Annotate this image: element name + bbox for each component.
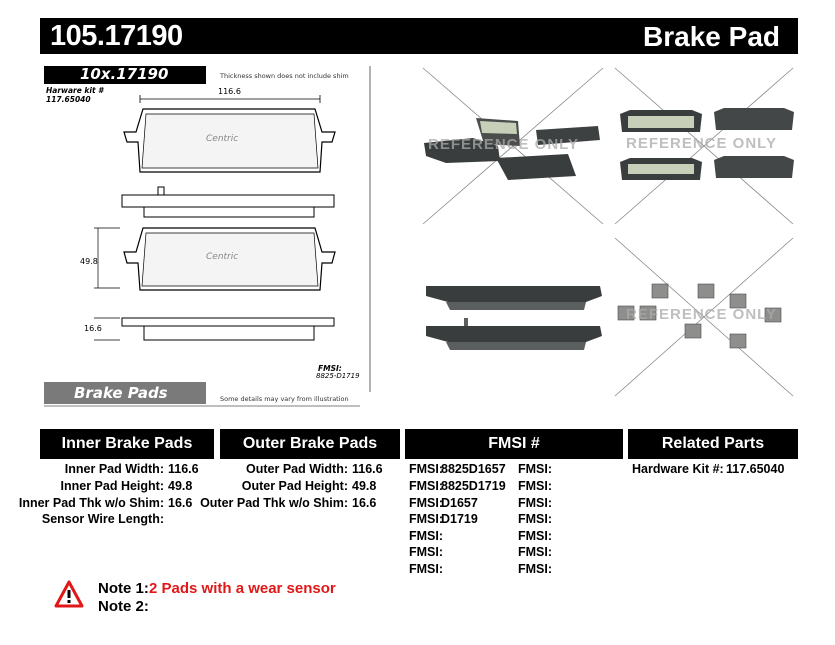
inner-pad-thickness-value: 16.6	[168, 496, 193, 510]
fmsi-label: FMSI:	[409, 545, 444, 559]
hardware-kit-link[interactable]: 117.65040	[726, 462, 785, 476]
inner-specs-header: Inner Brake Pads Specs	[40, 429, 214, 482]
spec-label: Inner Pad Width:	[64, 462, 164, 476]
watermark-text: REFERENCE ONLY	[626, 135, 777, 152]
inner-pad-height-row: Inner Pad Height:	[40, 477, 164, 495]
hardware-kit-number: 117.65040	[46, 95, 91, 104]
height-dimension: 49.8	[80, 257, 98, 266]
product-photo-hardware: REFERENCE ONLY	[610, 234, 798, 400]
fmsi-label: FMSI:	[409, 462, 444, 476]
outer-pad-thickness-row: Outer Pad Thk w/o Shim:	[200, 494, 348, 512]
title-bar: 105.17190 Brake Pad	[40, 18, 798, 54]
product-photo-pads-side	[418, 234, 608, 400]
inner-pad-width-row: Inner Pad Width:	[40, 460, 164, 478]
spec-label: Outer Pad Width:	[246, 462, 348, 476]
outer-pad-width-value: 116.6	[352, 462, 383, 476]
watermark-text: REFERENCE ONLY	[626, 306, 777, 323]
pad-logo-middle: Centric	[206, 252, 239, 262]
inner-pad-thickness-row: Inner Pad Thk w/o Shim:	[19, 494, 164, 512]
note-2-label: Note 2:	[98, 598, 149, 615]
outer-specs-header: Outer Brake Pads Specs	[220, 429, 400, 482]
hardware-kit-label: Harware kit #	[46, 86, 104, 95]
fmsi-label: FMSI:	[518, 562, 553, 576]
note-1-text: 2 Pads with a wear sensor	[149, 580, 336, 597]
outer-pad-height-row: Outer Pad Height:	[220, 477, 348, 495]
fmsi-label: FMSI:	[518, 545, 553, 559]
fmsi-label: FMSI:	[518, 496, 553, 510]
related-parts-header: Related Parts	[628, 429, 798, 459]
note-1-label: Note 1:	[98, 580, 149, 597]
spec-label: Sensor Wire Length:	[41, 512, 164, 526]
drawing-svg	[44, 66, 371, 407]
fmsi-label: FMSI:	[409, 562, 444, 576]
spec-label: Inner Pad Height:	[60, 479, 164, 493]
width-dimension: 116.6	[218, 87, 241, 96]
inner-pad-height-value: 49.8	[168, 479, 193, 493]
drawing-ref-part: 10x.17190	[80, 65, 169, 83]
spec-label: Inner Pad Thk w/o Shim:	[18, 496, 164, 510]
fmsi-label: FMSI:	[518, 512, 553, 526]
drawing-fmsi-label: FMSI:	[318, 364, 342, 373]
fmsi-label: FMSI:	[518, 479, 553, 493]
thickness-note: Thickness shown does not include shim	[220, 72, 349, 80]
outer-pad-thickness-value: 16.6	[352, 496, 377, 510]
watermark-text: REFERENCE ONLY	[428, 136, 579, 153]
fmsi-value: 8825D1719	[441, 479, 506, 493]
pad-logo-top: Centric	[206, 134, 239, 144]
fmsi-header: FMSI #	[405, 429, 623, 459]
sensor-wire-length-row: Sensor Wire Length:	[40, 510, 164, 528]
fmsi-value: D1657	[441, 496, 478, 510]
thickness-dimension: 16.6	[84, 324, 102, 333]
fmsi-label: FMSI:	[409, 496, 444, 510]
outer-pad-width-row: Outer Pad Width:	[220, 460, 348, 478]
spec-label: Outer Pad Thk w/o Shim:	[200, 496, 348, 510]
fmsi-value: D1719	[441, 512, 478, 526]
fmsi-label: FMSI:	[409, 512, 444, 526]
product-type: Brake Pad	[643, 21, 780, 52]
warning-triangle-icon	[54, 580, 84, 608]
fmsi-label: FMSI:	[409, 479, 444, 493]
drawing-fmsi-value: 8825-D1719	[316, 372, 360, 380]
disclaimer: Some details may vary from illustration	[220, 395, 349, 403]
fmsi-label: FMSI:	[518, 529, 553, 543]
fmsi-value: 8825D1657	[441, 462, 506, 476]
brand-label: Brake Pads	[74, 384, 168, 402]
inner-pad-width-value: 116.6	[168, 462, 199, 476]
product-photo-pads-angled: REFERENCE ONLY	[418, 66, 608, 226]
product-photo-pads-flat: REFERENCE ONLY	[610, 66, 798, 226]
spec-label: Outer Pad Height:	[241, 479, 348, 493]
fmsi-label: FMSI:	[518, 462, 553, 476]
technical-drawing: 10x.17190 Thickness shown does not inclu…	[40, 62, 380, 412]
outer-pad-height-value: 49.8	[352, 479, 377, 493]
hardware-kit-label: Hardware Kit #:	[632, 462, 724, 476]
fmsi-label: FMSI:	[409, 529, 444, 543]
part-number: 105.17190	[50, 20, 183, 52]
